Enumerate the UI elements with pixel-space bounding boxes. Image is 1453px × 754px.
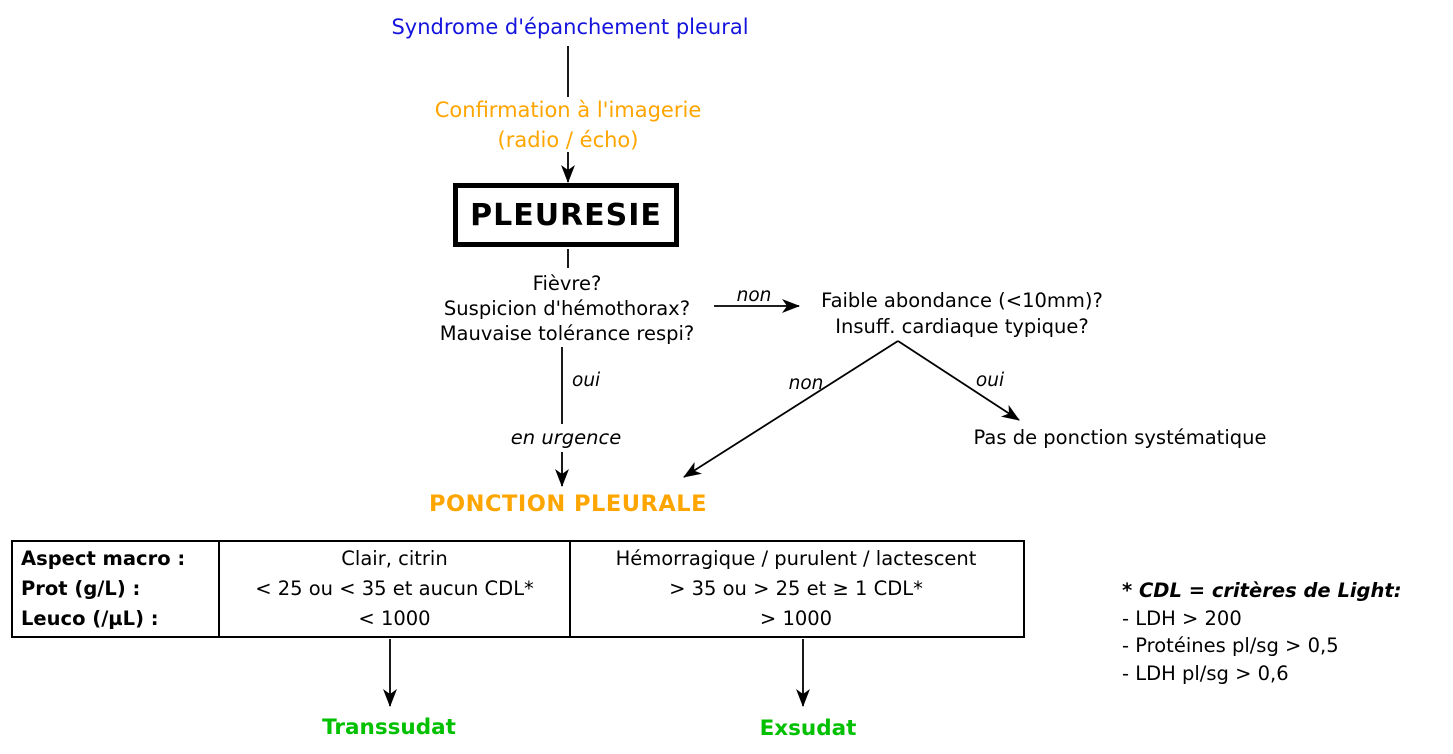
legend-item-proteines: - Protéines pl/sg > 0,5 — [1122, 634, 1339, 657]
outcome-exsudat: Exsudat — [759, 716, 857, 741]
exsudat-criteria-column: Hémorragique / purulent / lactescent > 3… — [569, 542, 1021, 636]
confirmation-line2: (radio / écho) — [497, 128, 639, 152]
transsudat-prot: < 25 ou < 35 et aucun CDL* — [255, 577, 534, 600]
pleuresie-label: PLEURESIE — [470, 197, 662, 233]
transsudat-leuco: < 1000 — [358, 607, 431, 630]
label-aspect: Aspect macro : — [21, 547, 186, 570]
transsudat-criteria-column: Clair, citrin < 25 ou < 35 et aucun CDL*… — [218, 542, 569, 636]
arrow-non-diagonal — [683, 340, 899, 478]
branch-label-non-1: non — [736, 285, 772, 306]
transsudat-aspect: Clair, citrin — [341, 547, 448, 570]
branch-label-oui-1: oui — [572, 370, 601, 391]
question-hemothorax: Suspicion d'hémothorax? — [443, 297, 691, 320]
legend-item-ldh: - LDH > 200 — [1122, 606, 1242, 630]
legend-title: * CDL = critères de Light: — [1122, 579, 1402, 602]
page-title: Syndrome d'épanchement pleural — [391, 15, 749, 39]
abundance-questions: Faible abondance (<10mm)? Insuff. cardia… — [821, 288, 1103, 340]
label-leuco: Leuco (/µL) : — [21, 607, 159, 630]
exsudat-leuco: > 1000 — [759, 607, 833, 630]
urgency-questions: Fièvre? Suspicion d'hémothorax? Mauvaise… — [440, 271, 695, 346]
legend-item-ldh-ratio: - LDH pl/sg > 0,6 — [1122, 661, 1289, 685]
pleuresie-box: PLEURESIE — [453, 183, 679, 247]
criteria-row-labels: Aspect macro : Prot (g/L) : Leuco (/µL) … — [13, 542, 218, 636]
question-fievre: Fièvre? — [532, 272, 602, 295]
outcome-transsudat: Transsudat — [322, 715, 456, 740]
confirmation-line1: Confirmation à l'imagerie — [434, 98, 702, 122]
branch-label-non-2: non — [788, 373, 824, 394]
branch-label-oui-2: oui — [975, 370, 1005, 391]
question-tolerance: Mauvaise tolérance respi? — [439, 322, 695, 345]
criteria-table: Aspect macro : Prot (g/L) : Leuco (/µL) … — [11, 540, 1025, 638]
question-abondance: Faible abondance (<10mm)? — [821, 289, 1103, 312]
light-criteria-legend: * CDL = critères de Light: - LDH > 200 -… — [1122, 577, 1402, 687]
confirmation-step: Confirmation à l'imagerie (radio / écho) — [435, 95, 702, 155]
exsudat-aspect: Hémorragique / purulent / lactescent — [615, 547, 977, 570]
exsudat-prot: > 35 ou > 25 et ≥ 1 CDL* — [669, 577, 923, 600]
label-prot: Prot (g/L) : — [21, 577, 141, 600]
en-urgence-label: en urgence — [510, 426, 622, 449]
no-ponction-label: Pas de ponction systématique — [973, 426, 1267, 449]
question-cardiaque: Insuff. cardiaque typique? — [835, 315, 1089, 338]
ponction-pleurale-label: PONCTION PLEURALE — [429, 491, 707, 517]
